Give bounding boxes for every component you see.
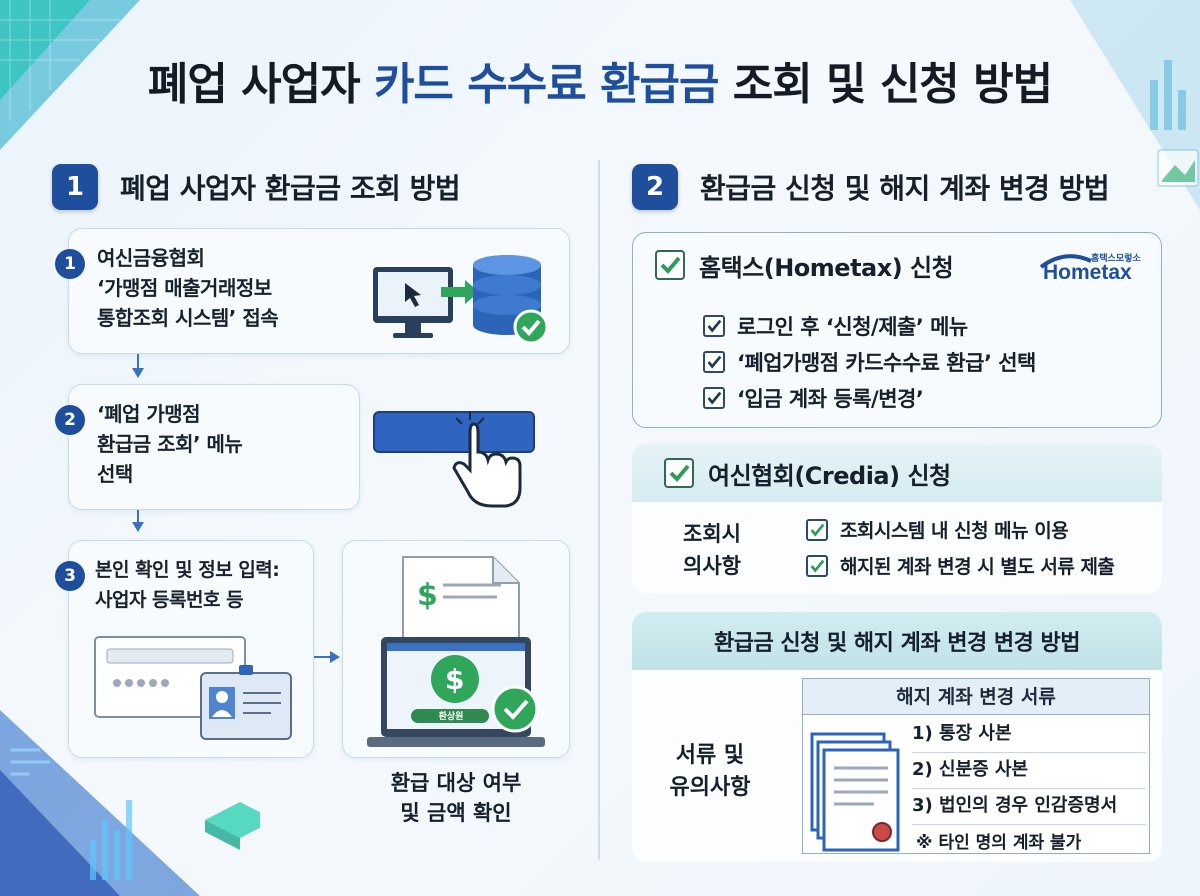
step-card-1: 1 여신금융협회 ‘가맹점 매출거래정보 통합조회 시스템’ 접속 — [55, 228, 570, 354]
hometax-logo-text: Hometax — [1043, 261, 1132, 284]
flow-line — [314, 656, 332, 658]
checkbox-icon — [703, 351, 725, 373]
id-card-icon — [94, 636, 292, 740]
step-text: 여신금융협회 ‘가맹점 매출거래정보 통합조회 시스템’ 접속 — [97, 246, 279, 330]
credia-panel-header: 여신협회(Credia) 신청 — [632, 444, 1162, 502]
laptop-button-label: 환상원 — [438, 712, 464, 722]
flow-line — [137, 520, 139, 522]
section-divider — [598, 160, 600, 860]
svg-text:$: $ — [417, 578, 438, 613]
title-highlight: 카드 수수료 환급금 — [373, 59, 719, 110]
hometax-logo: 홈택스모렇소 Hometax — [1035, 247, 1155, 291]
credia-side-label: 조회시 의사항 — [683, 522, 741, 578]
step-number: 3 — [55, 561, 85, 591]
left-section-title: 폐업 사업자 환급금 조회 방법 — [120, 172, 461, 205]
credia-item: 조회시스템 내 신청 메뉴 이용 — [806, 516, 1069, 543]
docs-side-label: 서류 및 유의사항 — [669, 743, 751, 800]
checkbox-icon — [806, 554, 828, 577]
docs-row: 3) 법인의 경우 인감증명서 — [912, 788, 1146, 825]
docs-row: 1) 통장 사본 — [912, 716, 1146, 753]
page-title: 폐업 사업자 카드 수수료 환급금 조회 및 신청 방법 — [147, 59, 1053, 110]
hometax-roof-icon — [1039, 254, 1092, 269]
docs-note: ※ 타인 명의 계좌 불가 — [916, 833, 1082, 853]
step-card-3: 3 본인 확인 및 정보 입력: 사업자 등록번호 등 — [55, 540, 314, 758]
right-section-title: 환급금 신청 및 해지 계좌 변경 방법 — [700, 172, 1110, 205]
credia-item: 해지된 계좌 변경 시 별도 서류 제출 — [806, 552, 1115, 579]
hometax-item: ‘폐업가맹점 카드수수료 환급’ 선택 — [703, 347, 1036, 377]
checkbox-icon — [703, 387, 725, 409]
hometax-item: 로그인 후 ‘신청/제출’ 메뉴 — [703, 311, 968, 341]
step-card-2: 2 ‘폐업 가맹점 환급금 조회’ 메뉴 선택 — [55, 384, 360, 510]
hometax-panel: 홈택스(Hometax) 신청 홈택스모렇소 Hometax 로그인 후 ‘신청… — [632, 232, 1162, 428]
docs-title: 환급금 신청 및 해지 계좌 변경 변경 방법 — [714, 631, 1080, 656]
svg-text:$: $ — [445, 663, 464, 696]
step-text: ‘폐업 가맹점 환급금 조회’ 메뉴 선택 — [97, 402, 243, 486]
hometax-logo-small: 홈택스모렇소 — [1091, 254, 1141, 264]
result-caption: 환급 대상 여부 및 금액 확인 — [390, 771, 522, 825]
right-section-header: 2 환급금 신청 및 해지 계좌 변경 방법 — [632, 164, 1110, 210]
click-hand-icon — [373, 411, 535, 508]
checkbox-icon — [703, 315, 725, 337]
credia-title: 여신협회(Credia) 신청 — [708, 461, 951, 490]
step-number: 2 — [55, 405, 85, 435]
docs-panel-header: 환급금 신청 및 해지 계좌 변경 변경 방법 — [632, 612, 1162, 670]
database-check-icon — [373, 255, 549, 345]
step-text: 본인 확인 및 정보 입력: 사업자 등록번호 등 — [95, 559, 280, 611]
refund-document-laptop-icon: $ $ — [367, 556, 545, 747]
docs-table-header: 해지 계좌 변경 서류 — [803, 679, 1149, 715]
check-icon — [664, 458, 694, 488]
hometax-panel-header: 홈택스(Hometax) 신청 — [633, 233, 1161, 297]
left-section-header: 1 폐업 사업자 환급금 조회 방법 — [52, 164, 461, 210]
checkbox-icon — [806, 518, 828, 541]
section-number-badge: 1 — [52, 164, 98, 210]
flow-line — [137, 354, 139, 368]
section-number-badge: 2 — [632, 164, 678, 210]
step-number: 1 — [55, 249, 85, 279]
document-stack-icon — [810, 732, 900, 852]
result-card: $ $ 환상원 — [342, 540, 570, 758]
arrow-right-icon — [330, 651, 340, 663]
credia-panel: 여신협회(Credia) 신청 조회시 의사항 조회시스템 내 신청 메뉴 이용… — [632, 444, 1162, 594]
hometax-title: 홈택스(Hometax) 신청 — [699, 253, 954, 282]
hometax-item: ‘입금 계좌 등록/변경’ — [703, 383, 924, 413]
flow-line — [137, 510, 139, 520]
docs-row: 2) 신분증 사본 — [912, 752, 1146, 789]
arrow-down-icon — [132, 368, 144, 378]
docs-panel: 환급금 신청 및 해지 계좌 변경 변경 방법 서류 및 유의사항 해지 계좌 … — [632, 612, 1162, 862]
check-icon — [655, 250, 685, 280]
arrow-down-icon — [132, 522, 144, 532]
